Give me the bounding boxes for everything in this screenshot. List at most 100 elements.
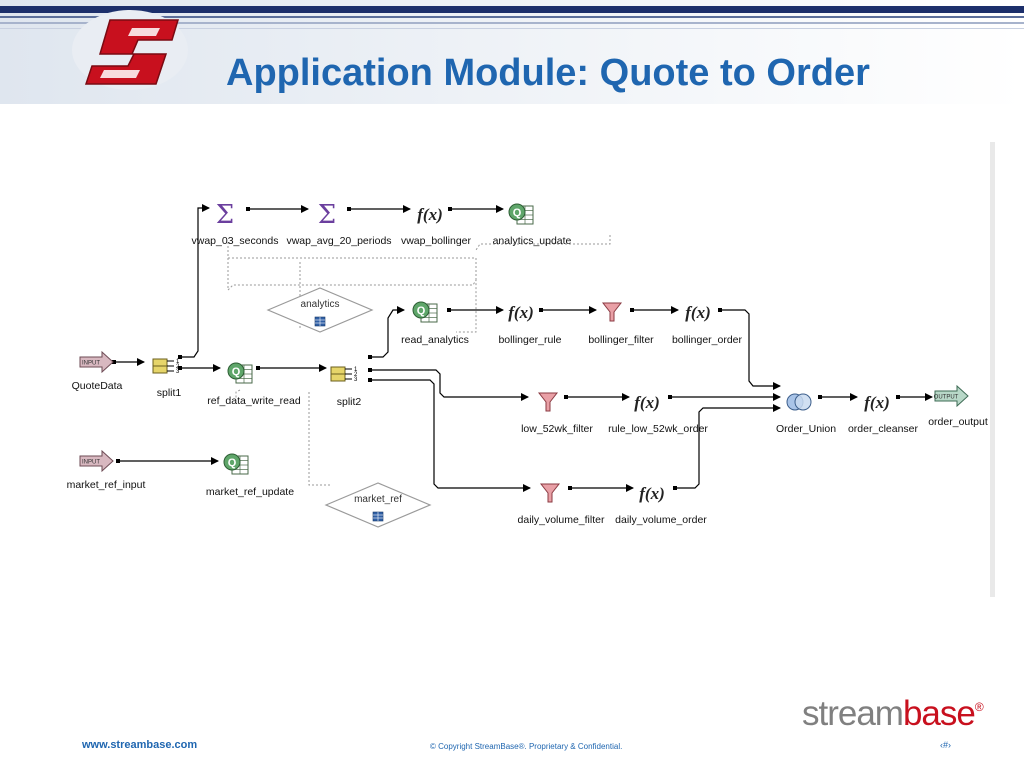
operator-split1[interactable]: 123 split1 [152,358,182,399]
function-icon: f(x) [685,303,710,322]
function-icon: f(x) [639,484,664,503]
footer-copyright: © Copyright StreamBase®. Proprietary & C… [430,742,623,751]
query-icon: Q [223,453,249,475]
output-port [347,207,351,211]
port-type-text: INPUT [82,361,100,367]
operator-bollord[interactable]: f(x) bollinger_order [672,303,743,346]
streambase-logo-icon [72,10,188,90]
table-icon [314,316,326,327]
sigma-aggregate-icon: Σ [318,200,336,230]
output-port [564,395,568,399]
diagram-edges [112,142,995,597]
function-icon: f(x) [417,205,442,224]
table-label: market_ref [354,494,402,505]
operator-low52f[interactable]: low_52wk_filter [521,392,593,435]
operator-union[interactable]: Order_Union [776,393,836,435]
streambase-wordmark: streambase® [802,694,984,734]
split-port-label: 3 [354,377,358,383]
brand-part-base: base [902,694,976,733]
table-icon [372,511,384,522]
output-port [630,308,634,312]
operator-bollrule[interactable]: f(x)bollinger_rule [498,303,561,346]
operator-label: market_ref_input [67,479,146,491]
output-port [568,486,572,490]
function-icon: f(x) [508,303,533,322]
operator-rulelow[interactable]: f(x)rule_low_52wk_order [608,393,708,435]
operator-label: daily_volume_filter [518,514,605,526]
filter-icon [537,392,559,412]
output-port [818,395,822,399]
query-icon: Q [227,362,253,384]
query-glyph: Q [228,457,237,469]
table-association[interactable] [475,235,611,251]
input-arrow-icon: INPUT [79,449,114,473]
output-arrow-icon: OUTPUT [934,384,969,408]
brand-part-stream: stream [802,694,904,733]
output-port [256,366,260,370]
footer-url[interactable]: www.streambase.com [82,739,198,751]
operator-label: split1 [157,387,182,399]
table-association[interactable] [235,389,241,398]
operator-label: split2 [337,396,362,408]
operator-label: vwap_avg_20_periods [286,235,391,247]
filter-icon [539,483,561,503]
union-icon [786,393,812,411]
stream-arc[interactable] [370,369,529,401]
operator-label: read_analytics [401,334,469,346]
brand-registered-mark: ® [974,700,984,714]
output-port [718,308,722,312]
table-association[interactable] [228,257,477,280]
split-icon: 123 [152,358,180,375]
operator-dvo[interactable]: f(x) daily_volume_order [615,484,707,526]
operator-label: low_52wk_filter [521,423,593,435]
query-glyph: Q [513,207,522,219]
table-association[interactable] [227,242,477,333]
operator-cleanser[interactable]: f(x) order_cleanser [848,393,919,435]
output-port [447,308,451,312]
function-icon: f(x) [864,393,889,412]
stream-arc[interactable] [370,379,531,492]
output-port [178,355,182,359]
table-analytics[interactable]: analytics [266,287,374,333]
stream-arc[interactable] [720,309,781,390]
output-port [368,378,372,382]
table-association[interactable] [308,392,330,486]
function-glyph: f(x) [685,303,710,322]
operator-bollfilt[interactable]: bollinger_filter [588,302,654,346]
operator-split2[interactable]: 123 split2 [330,366,362,408]
operator-label: order_cleanser [848,423,919,435]
stream-arc[interactable] [675,404,781,489]
operator-label: bollinger_filter [588,334,654,346]
filter-icon [601,302,623,322]
operator-label: daily_volume_order [615,514,707,526]
operator-label: vwap_bollinger [401,235,472,247]
input-arrow-icon: INPUT [79,350,114,374]
table-market_ref[interactable]: market_ref [324,482,432,528]
output-port [116,459,120,463]
stream-arc[interactable] [180,204,210,358]
operator-dvf[interactable]: daily_volume_filter [518,483,605,526]
canvas-scrollbar[interactable] [990,142,995,597]
split-port-label: 1 [354,367,358,373]
operator-mrefin[interactable]: INPUT market_ref_input [67,449,146,491]
split-port-label: 1 [176,359,180,365]
split-port-label: 2 [354,372,358,378]
operator-label: rule_low_52wk_order [608,423,708,435]
function-glyph: f(x) [639,484,664,503]
operator-label: bollinger_order [672,334,743,346]
output-port [246,207,250,211]
split-port-label: 2 [176,364,180,370]
sigma-glyph: Σ [318,200,336,230]
function-glyph: f(x) [508,303,533,322]
operator-vwapboll[interactable]: f(x) vwap_bollinger [401,205,472,247]
stream-arc[interactable] [370,306,405,358]
